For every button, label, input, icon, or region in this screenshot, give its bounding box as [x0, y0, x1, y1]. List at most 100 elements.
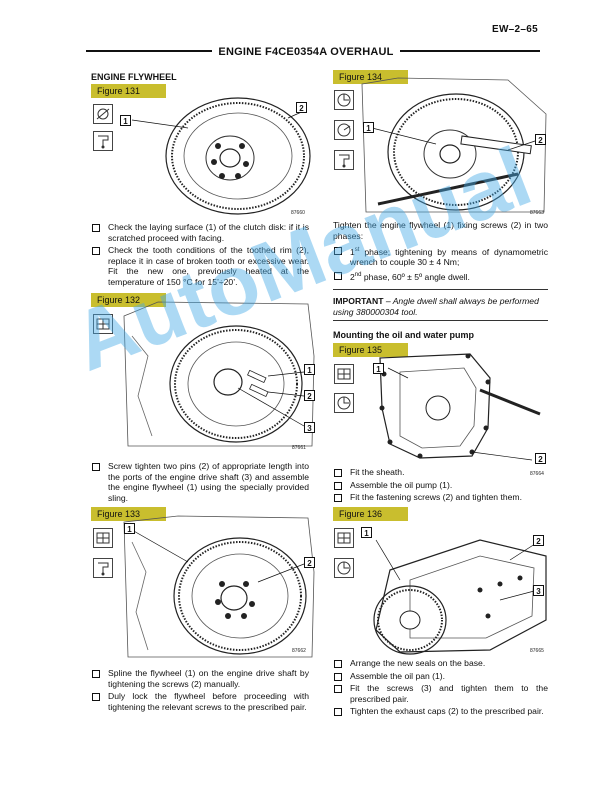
important-bottom-rule [333, 320, 548, 321]
important-text: – Angle dwell shall always be performed … [333, 296, 539, 317]
list-item-text: Duly lock the flywheel before proceeding… [108, 691, 309, 712]
figure-134-label: Figure 134 [333, 70, 408, 84]
figure-134-callout-2: 2 [535, 134, 546, 145]
figure-133-callout-2: 2 [304, 557, 315, 568]
figure-136-oil-pan-drawing [373, 539, 547, 655]
checkbox-icon [92, 247, 100, 256]
figure-134-tightening-drawing [361, 77, 547, 213]
phase-ordinal: st [354, 247, 360, 253]
list-item: 1st phase; tightening by means of dynamo… [334, 245, 548, 268]
list-item: Screw tighten two pins (2) of appropriat… [92, 461, 309, 503]
checkbox-icon [334, 660, 342, 668]
list-item-text: Assemble the oil pan (1). [350, 670, 446, 681]
checkbox-icon [334, 247, 342, 255]
list-item-text: Fit the fastening screws (2) and tighten… [350, 492, 522, 503]
checkbox-icon [334, 272, 342, 281]
figure-134-bullet-list: 1st phase; tightening by means of dynamo… [334, 245, 548, 285]
list-item-text: Spline the flywheel (1) on the engine dr… [108, 668, 309, 689]
figure-135-code: 87664 [530, 471, 544, 477]
tool-icon-torque [334, 558, 354, 578]
figure-135-oil-pump-drawing [379, 353, 541, 461]
important-top-rule [333, 289, 548, 290]
figure-136-label: Figure 136 [333, 507, 408, 521]
list-item-text: phase; tightening by means of dynamometr… [350, 246, 548, 268]
checkbox-icon [334, 708, 342, 717]
figure-131-label: Figure 131 [91, 84, 166, 98]
figure-132-flywheel-drawing [123, 301, 315, 447]
tool-icon-tighten [334, 150, 354, 170]
phase-ordinal: nd [354, 272, 362, 279]
figure-132-callout-3: 3 [304, 422, 315, 433]
tool-icon-angle [334, 120, 354, 140]
figure-134-intro-text: Tighten the engine flywheel (1) fixing s… [333, 220, 548, 241]
checkbox-icon [334, 494, 342, 503]
figure-131-flywheel-drawing [131, 97, 311, 215]
list-item-text: Arrange the new seals on the base. [350, 658, 486, 668]
figure-134-code: 87663 [530, 210, 544, 216]
figure-134-callout-1: 1 [363, 122, 374, 133]
checkbox-icon [334, 469, 342, 477]
figure-133-flywheel-drawing [123, 515, 315, 658]
list-item-text: Assemble the oil pump (1). [350, 479, 453, 490]
figure-136-callout-1: 1 [361, 527, 372, 538]
figure-131-bullet-list: Check the laying surface (1) of the clut… [92, 222, 309, 290]
checkbox-icon [92, 463, 100, 471]
tool-icon-torque [334, 393, 354, 413]
checkbox-icon [92, 670, 100, 678]
figure-135-bullet-list: Fit the sheath. Assemble the oil pump (1… [334, 467, 534, 505]
list-item: Tighten the exhaust caps (2) to the pres… [334, 706, 548, 717]
figure-131-callout-2: 2 [296, 102, 307, 113]
figure-136-bullet-list: Arrange the new seals on the base. Assem… [334, 658, 548, 719]
list-item: 2nd phase, 60º ± 5º angle dwell. [334, 270, 548, 282]
figure-132-callout-2: 2 [304, 390, 315, 401]
figure-133-callout-1: 1 [124, 523, 135, 534]
list-item-text: Screw tighten two pins (2) of appropriat… [108, 461, 309, 503]
figure-135-label: Figure 135 [333, 343, 408, 357]
section-title-flywheel: ENGINE FLYWHEEL [91, 72, 177, 82]
page-number: EW–2–65 [491, 24, 538, 35]
checkbox-icon [334, 481, 342, 490]
figure-136-callout-3: 3 [533, 585, 544, 596]
list-item-text: Check the laying surface (1) of the clut… [108, 222, 309, 243]
list-item: Assemble the oil pump (1). [334, 480, 534, 491]
phase-number: 2 [350, 271, 355, 282]
list-item: Fit the sheath. [334, 467, 534, 478]
list-item-text: Fit the sheath. [350, 467, 405, 477]
page-title: ENGINE F4CE0354A OVERHAUL [0, 42, 612, 60]
important-label: IMPORTANT [333, 296, 384, 306]
checkbox-icon [92, 693, 100, 702]
figure-133-code: 87662 [292, 648, 306, 654]
tool-icon-assembly [334, 364, 354, 384]
phase-number: 1 [350, 246, 355, 257]
list-item: Duly lock the flywheel before proceeding… [92, 691, 309, 712]
figure-131-code: 87660 [291, 210, 305, 216]
list-item: Check the laying surface (1) of the clut… [92, 222, 309, 243]
figure-133-label: Figure 133 [91, 507, 166, 521]
checkbox-icon [92, 224, 100, 232]
tool-icon-assembly [93, 314, 113, 334]
checkbox-icon [334, 685, 342, 694]
figure-135-callout-2: 2 [535, 453, 546, 464]
list-item: Fit the fastening screws (2) and tighten… [334, 492, 534, 503]
tool-icon-assembly [334, 528, 354, 548]
figure-132-bullet-list: Screw tighten two pins (2) of appropriat… [92, 461, 309, 505]
tool-icon-torque [334, 90, 354, 110]
figure-132-code: 87661 [292, 445, 306, 451]
list-item-text: Check the tooth conditions of the toothe… [108, 245, 309, 287]
list-item: Arrange the new seals on the base. [334, 658, 548, 669]
figure-131-callout-1: 1 [120, 115, 131, 126]
list-item-text: phase, 60º ± 5º angle dwell. [361, 271, 470, 282]
important-note: IMPORTANT – Angle dwell shall always be … [333, 296, 548, 317]
tool-icon-tighten [93, 558, 113, 578]
figure-133-bullet-list: Spline the flywheel (1) on the engine dr… [92, 668, 309, 714]
list-item: Check the tooth conditions of the toothe… [92, 245, 309, 287]
figure-136-code: 87665 [530, 648, 544, 654]
list-item: Spline the flywheel (1) on the engine dr… [92, 668, 309, 689]
list-item: Fit the screws (3) and tighten them to t… [334, 683, 548, 704]
tool-icon-assembly [93, 528, 113, 548]
list-item-text: Tighten the exhaust caps (2) to the pres… [350, 706, 544, 717]
section-title-pump: Mounting the oil and water pump [333, 330, 474, 340]
checkbox-icon [334, 672, 342, 681]
list-item: Assemble the oil pan (1). [334, 671, 548, 682]
figure-132-callout-1: 1 [304, 364, 315, 375]
